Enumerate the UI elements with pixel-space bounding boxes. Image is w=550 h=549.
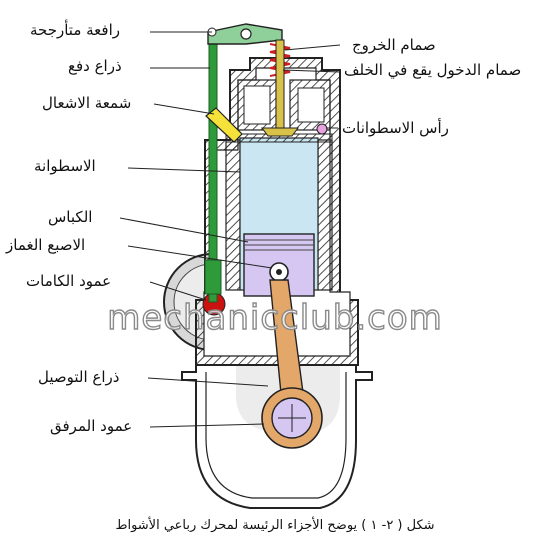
label-intake-valve: صمام الدخول يقع في الخلف [344,61,522,79]
label-camshaft: عمود الكامات [26,272,112,290]
figure-caption: شكل ( ٢- ١ ) يوضح الأجزاء الرئيسة لمحرك … [115,518,435,533]
label-piston: الكباس [48,208,93,226]
cylinder-head-mark [316,123,328,135]
label-exhaust-valve: صمام الخروج [352,36,436,54]
label-cylinder: الاسطوانة [34,157,96,175]
label-push-rod: ذراع دفع [68,57,122,75]
exhaust-valve [275,39,285,133]
spark-plug [205,107,243,143]
label-rocker-arm: رافعة متأرجحة [30,21,120,39]
label-connecting-rod: ذراع التوصيل [38,368,120,386]
watermark: mechanicclub.com [107,297,443,338]
label-gudgeon-pin: الاصبع الغماز [6,236,86,254]
label-cylinder-head: رأس الاسطوانات [342,119,449,137]
label-spark-plug: شمعة الاشعال [42,94,132,112]
label-crankshaft: عمود المرفق [50,417,133,435]
leader-lines [119,31,341,428]
